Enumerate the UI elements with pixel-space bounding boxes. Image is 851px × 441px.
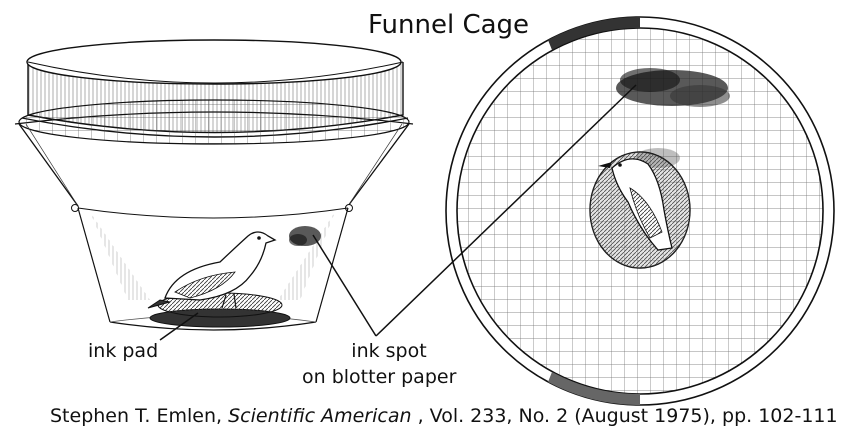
figure-title: Funnel Cage <box>368 10 530 40</box>
citation-author: Stephen T. Emlen, <box>50 405 229 427</box>
funnel-cage-side-view <box>14 39 414 341</box>
citation-journal: Scientific American <box>228 405 412 427</box>
funnel-cage-top-view <box>445 16 835 406</box>
ink-pad-leader <box>159 312 199 341</box>
funnel-walls <box>18 123 410 331</box>
left-rivet <box>71 204 79 212</box>
side-ink-spot <box>289 226 321 246</box>
bird-side <box>147 231 277 309</box>
screen-mesh-top <box>18 99 410 145</box>
ink-spot-label: ink spot <box>351 340 427 362</box>
ink-pad-label: ink pad <box>88 340 159 362</box>
blotter-paper-label: on blotter paper <box>302 366 457 388</box>
bird-top <box>598 158 673 251</box>
ink-spot-leaders <box>312 84 637 337</box>
citation: Stephen T. Emlen, Scientific American , … <box>50 405 838 427</box>
citation-details: , Vol. 233, No. 2 (August 1975), pp. 102… <box>411 405 838 427</box>
